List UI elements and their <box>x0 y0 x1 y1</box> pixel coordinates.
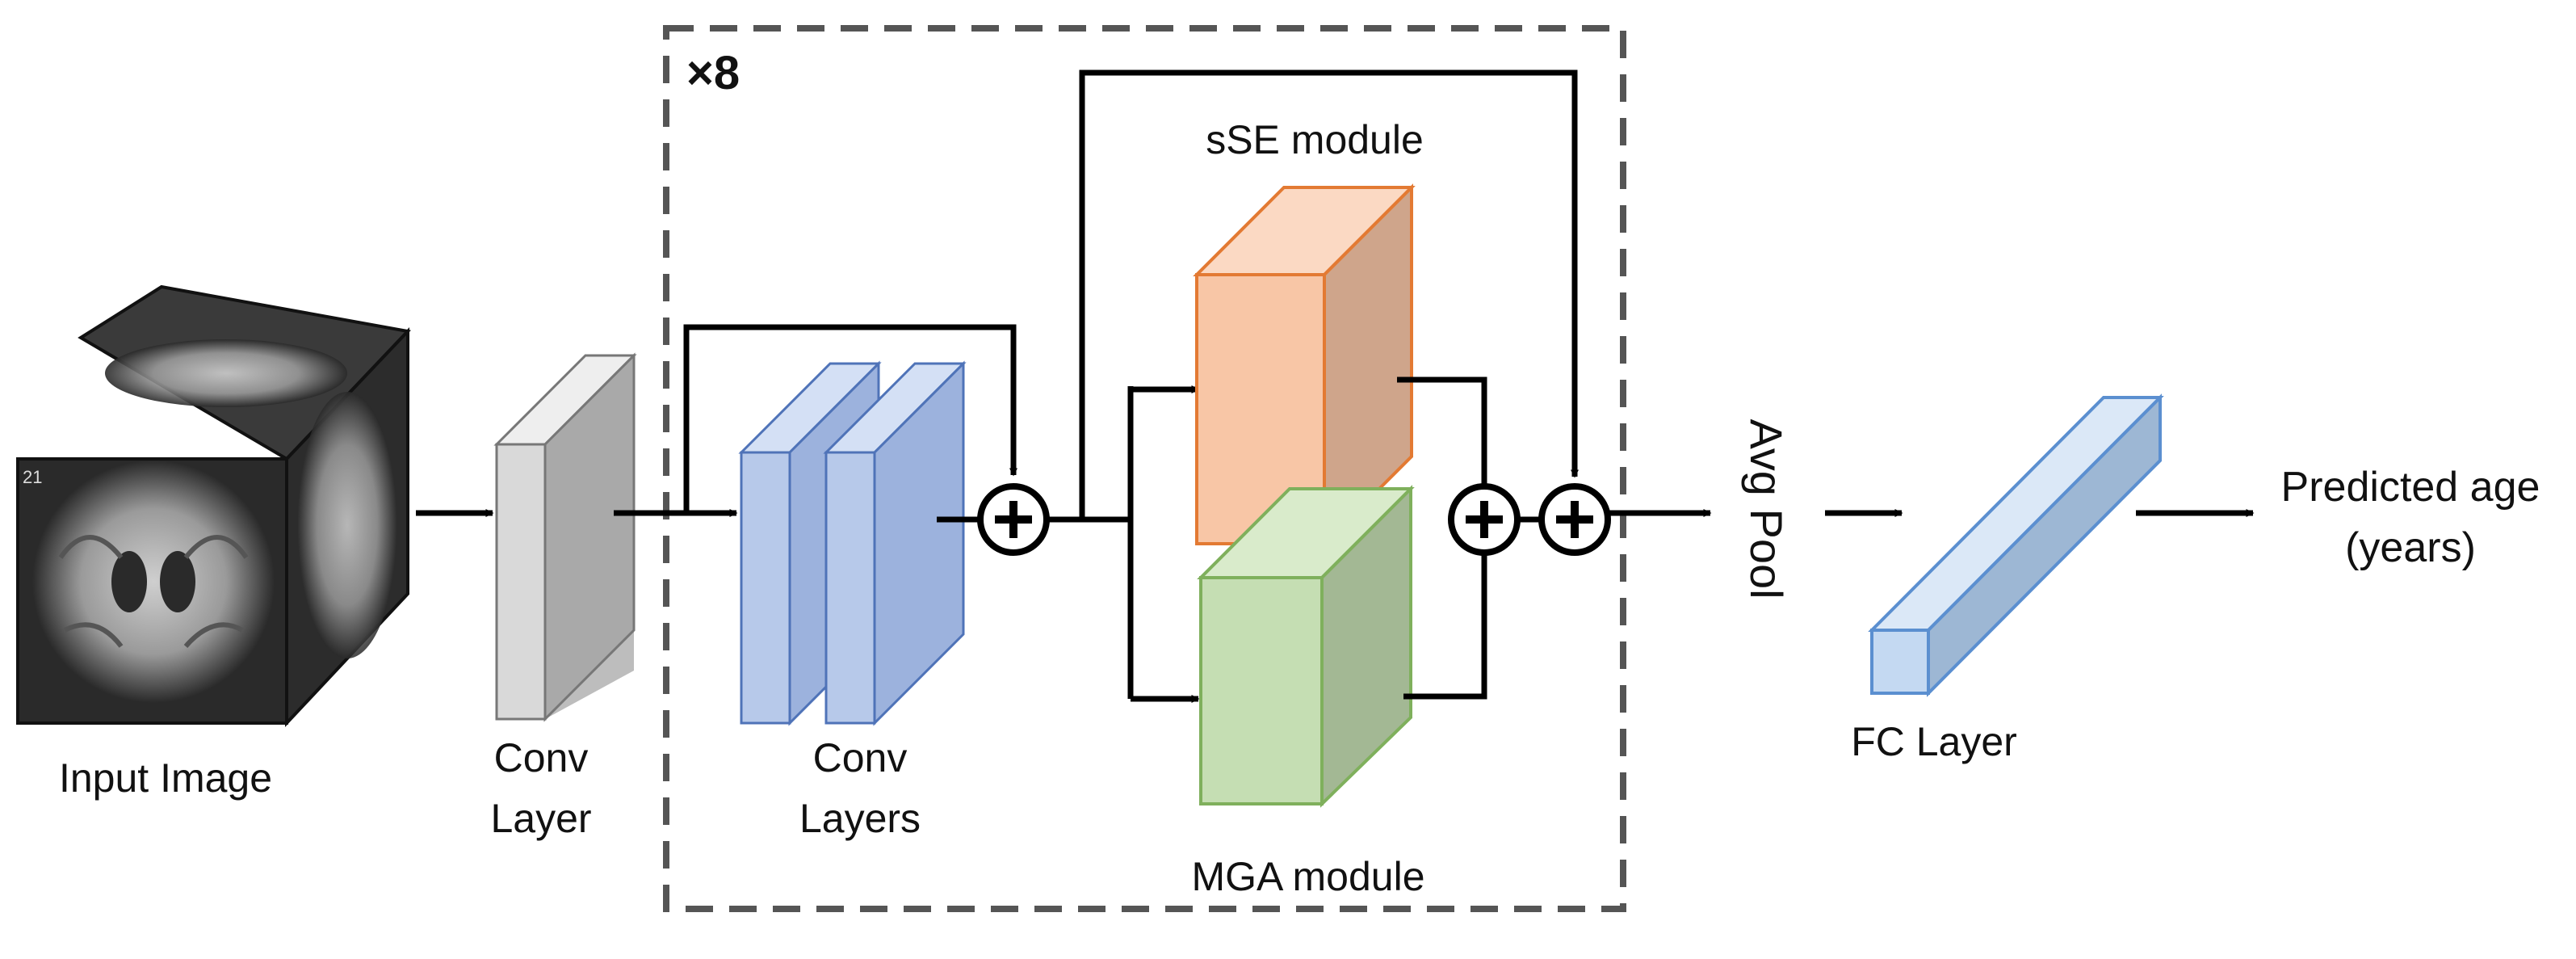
repeat-count-label: ×8 <box>686 47 740 99</box>
conv-layer-label-line1: Conv <box>494 735 589 780</box>
input-image-label: Input Image <box>59 755 272 801</box>
fc-layer-label: FC Layer <box>1851 719 2017 764</box>
output-label-line2: (years) <box>2345 524 2476 571</box>
avg-pool-label: Avg Pool <box>1741 419 1792 599</box>
mga-module-label: MGA module <box>1191 854 1424 899</box>
plus-circle-icon <box>1538 483 1611 556</box>
sse-module-label: sSE module <box>1206 117 1424 162</box>
conv-layers-block <box>738 360 967 726</box>
conv-layers-label-line1: Conv <box>813 735 908 780</box>
plus-circle-icon <box>977 483 1050 556</box>
mri-cube-icon: 21 <box>16 284 412 728</box>
fc-layer-block <box>1868 393 2164 697</box>
skip-connection-1 <box>683 324 1017 513</box>
conv-layers-label-line2: Layers <box>799 796 921 841</box>
conv-layer-label-line2: Layer <box>490 796 591 841</box>
conv-layer-block <box>493 352 637 722</box>
slice-number: 21 <box>23 467 42 487</box>
output-label-line1: Predicted age <box>2281 464 2540 511</box>
plus-circle-icon <box>1448 483 1521 556</box>
skip-connection-2 <box>1079 69 1579 519</box>
repeat-block-border <box>663 25 1626 912</box>
mga-module-block <box>1197 485 1415 808</box>
